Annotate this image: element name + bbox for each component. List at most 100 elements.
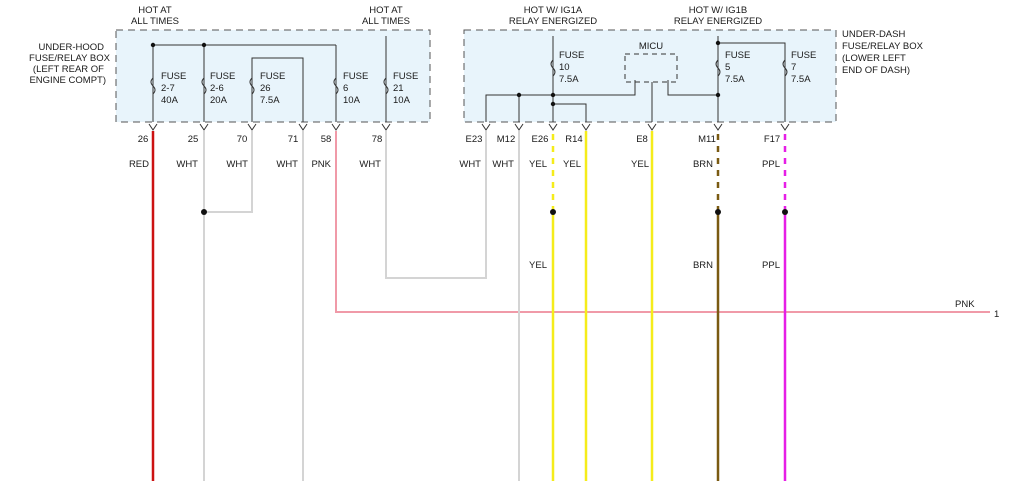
wire-color-label: WHT — [492, 159, 514, 170]
header-hot-ig1a-line1: HOT W/ IG1A — [524, 5, 583, 16]
pin-label: 78 — [372, 134, 383, 145]
wire-color-label: WHT — [459, 159, 481, 170]
fuse-26: FUSE 26 7.5A — [249, 71, 285, 106]
connector-symbol — [548, 123, 558, 131]
ud-junction-1 — [550, 92, 556, 98]
splice-ppl — [782, 209, 788, 215]
connector-symbol — [780, 123, 790, 131]
fuse-label: FUSE — [559, 50, 584, 61]
header-hot-all-times-2-line1: HOT AT — [369, 5, 403, 16]
connector-symbol — [713, 123, 723, 131]
fuse-rating: 10A — [343, 95, 361, 106]
ud-junction-3 — [550, 101, 556, 107]
fuse-symbol — [201, 77, 207, 95]
fuse-label: FUSE — [210, 71, 235, 82]
fuse-label: FUSE — [393, 71, 418, 82]
fuse-2-6: FUSE 2-6 20A — [201, 71, 235, 106]
header-hot-all-times-1-line1: HOT AT — [138, 5, 172, 16]
connector-symbol — [381, 123, 391, 131]
uh-junction-1 — [150, 42, 156, 48]
splice-wht — [201, 209, 207, 215]
under-hood-label-line2: FUSE/RELAY BOX — [29, 53, 111, 64]
header-hot-ig1b-line1: HOT W/ IG1B — [689, 5, 747, 16]
pin-label: R14 — [565, 134, 582, 145]
pin-label: F17 — [764, 134, 780, 145]
fuse-number: 6 — [343, 83, 348, 94]
ud-micu-link — [519, 80, 636, 96]
wire-pnk-58 — [335, 131, 990, 313]
wire-label-mid-ppl: PPL — [762, 260, 780, 271]
under-hood-label-line1: UNDER-HOOD — [39, 42, 105, 53]
micu-label: MICU — [639, 41, 663, 52]
fuse-symbol — [782, 59, 788, 77]
pin-label: 25 — [188, 134, 199, 145]
splice-brn — [715, 209, 721, 215]
connector-symbol — [247, 123, 257, 131]
wire-color-label: YEL — [529, 159, 547, 170]
pnk-out-number: 1 — [994, 309, 999, 320]
fuse-rating: 20A — [210, 95, 228, 106]
wire-color-label: BRN — [693, 159, 713, 170]
wire-color-label: WHT — [276, 159, 298, 170]
ud-f7-branch — [718, 42, 786, 122]
wire-wht-78-e23 — [385, 131, 487, 279]
fuse-21: FUSE 21 10A — [383, 71, 418, 106]
connector-symbol — [514, 123, 524, 131]
pnk-out-label: PNK — [955, 299, 975, 310]
connector-symbol — [331, 123, 341, 131]
uh-junction-2 — [201, 42, 207, 48]
fuse-number: 10 — [559, 62, 570, 73]
pin-label: E26 — [532, 134, 549, 145]
fuse-number: 2-6 — [210, 83, 224, 94]
fuse-label: FUSE — [260, 71, 285, 82]
connector-symbol — [481, 123, 491, 131]
under-dash-label-line4: END OF DASH) — [842, 65, 910, 76]
header-hot-ig1a-line2: RELAY ENERGIZED — [509, 16, 597, 27]
connector-symbol — [581, 123, 591, 131]
splice-yel — [550, 209, 556, 215]
wire-color-label: PNK — [311, 159, 331, 170]
under-hood-label-line4: ENGINE COMPT) — [29, 75, 106, 86]
fuse-symbol — [333, 77, 339, 95]
ud-junction-5 — [715, 92, 721, 98]
fuse-10: FUSE 10 7.5A — [550, 50, 584, 85]
wire-color-label: RED — [129, 159, 149, 170]
fuse-number: 2-7 — [161, 83, 175, 94]
under-dash-label-line3: (LOWER LEFT — [842, 53, 906, 64]
fuse-symbol — [249, 77, 255, 95]
header-hot-ig1b-line2: RELAY ENERGIZED — [674, 16, 762, 27]
fuse-label: FUSE — [725, 50, 750, 61]
connector-symbol — [148, 123, 158, 131]
wire-color-label: YEL — [631, 159, 649, 170]
wire-color-label: WHT — [359, 159, 381, 170]
fuse-symbol — [715, 59, 721, 77]
connector-layer — [148, 123, 790, 131]
pin-label: M12 — [497, 134, 515, 145]
fuse-rating: 7.5A — [559, 74, 579, 85]
fuse-symbol — [550, 59, 556, 77]
fuse-symbol — [383, 77, 389, 95]
header-hot-all-times-1-line2: ALL TIMES — [131, 16, 179, 27]
fuse-6: FUSE 6 10A — [333, 71, 368, 106]
fuse-rating: 7.5A — [725, 74, 745, 85]
wire-color-label: PPL — [762, 159, 780, 170]
fuse-rating: 7.5A — [260, 95, 280, 106]
wire-label-mid-yel: YEL — [529, 260, 547, 271]
micu-module — [624, 53, 678, 83]
under-dash-label-line1: UNDER-DASH — [842, 29, 905, 40]
pin-label: 71 — [288, 134, 299, 145]
pin-label: 70 — [237, 134, 248, 145]
fuse-rating: 7.5A — [791, 74, 811, 85]
fuse-symbol — [150, 77, 156, 95]
fuse-rating: 40A — [161, 95, 179, 106]
wire-wht-70 — [204, 131, 253, 213]
fuse-5: FUSE 5 7.5A — [715, 50, 750, 85]
fuse-number: 26 — [260, 83, 271, 94]
ud-micu-m11-link — [667, 80, 718, 96]
ud-r14-branch — [553, 103, 587, 122]
under-hood-label-line3: (LEFT REAR OF — [33, 64, 104, 75]
fuse-number: 21 — [393, 83, 404, 94]
